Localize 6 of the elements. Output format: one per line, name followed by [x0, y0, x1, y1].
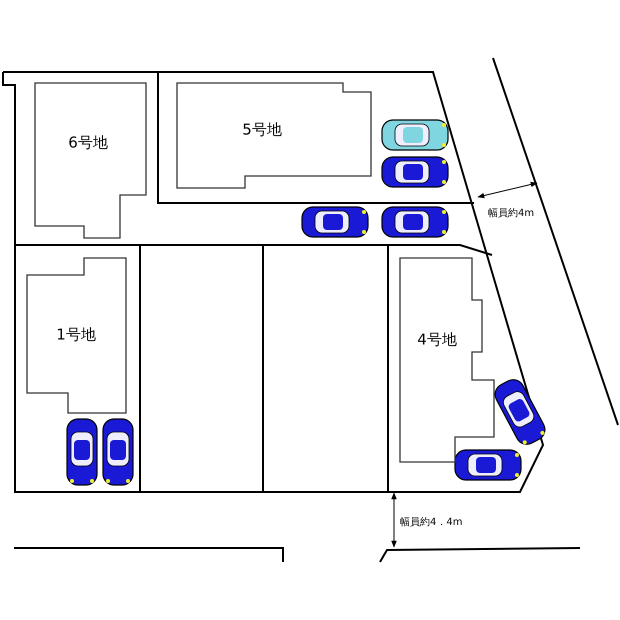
road-width-note: 幅員約4m	[488, 207, 534, 220]
lot-number: 6号地	[68, 134, 108, 152]
lot-number: 4号地	[417, 330, 457, 350]
lot-number: 5号地	[242, 120, 282, 140]
road-width-note: 幅員約4．4m	[400, 516, 462, 529]
lot-number: 1号地	[56, 326, 96, 344]
